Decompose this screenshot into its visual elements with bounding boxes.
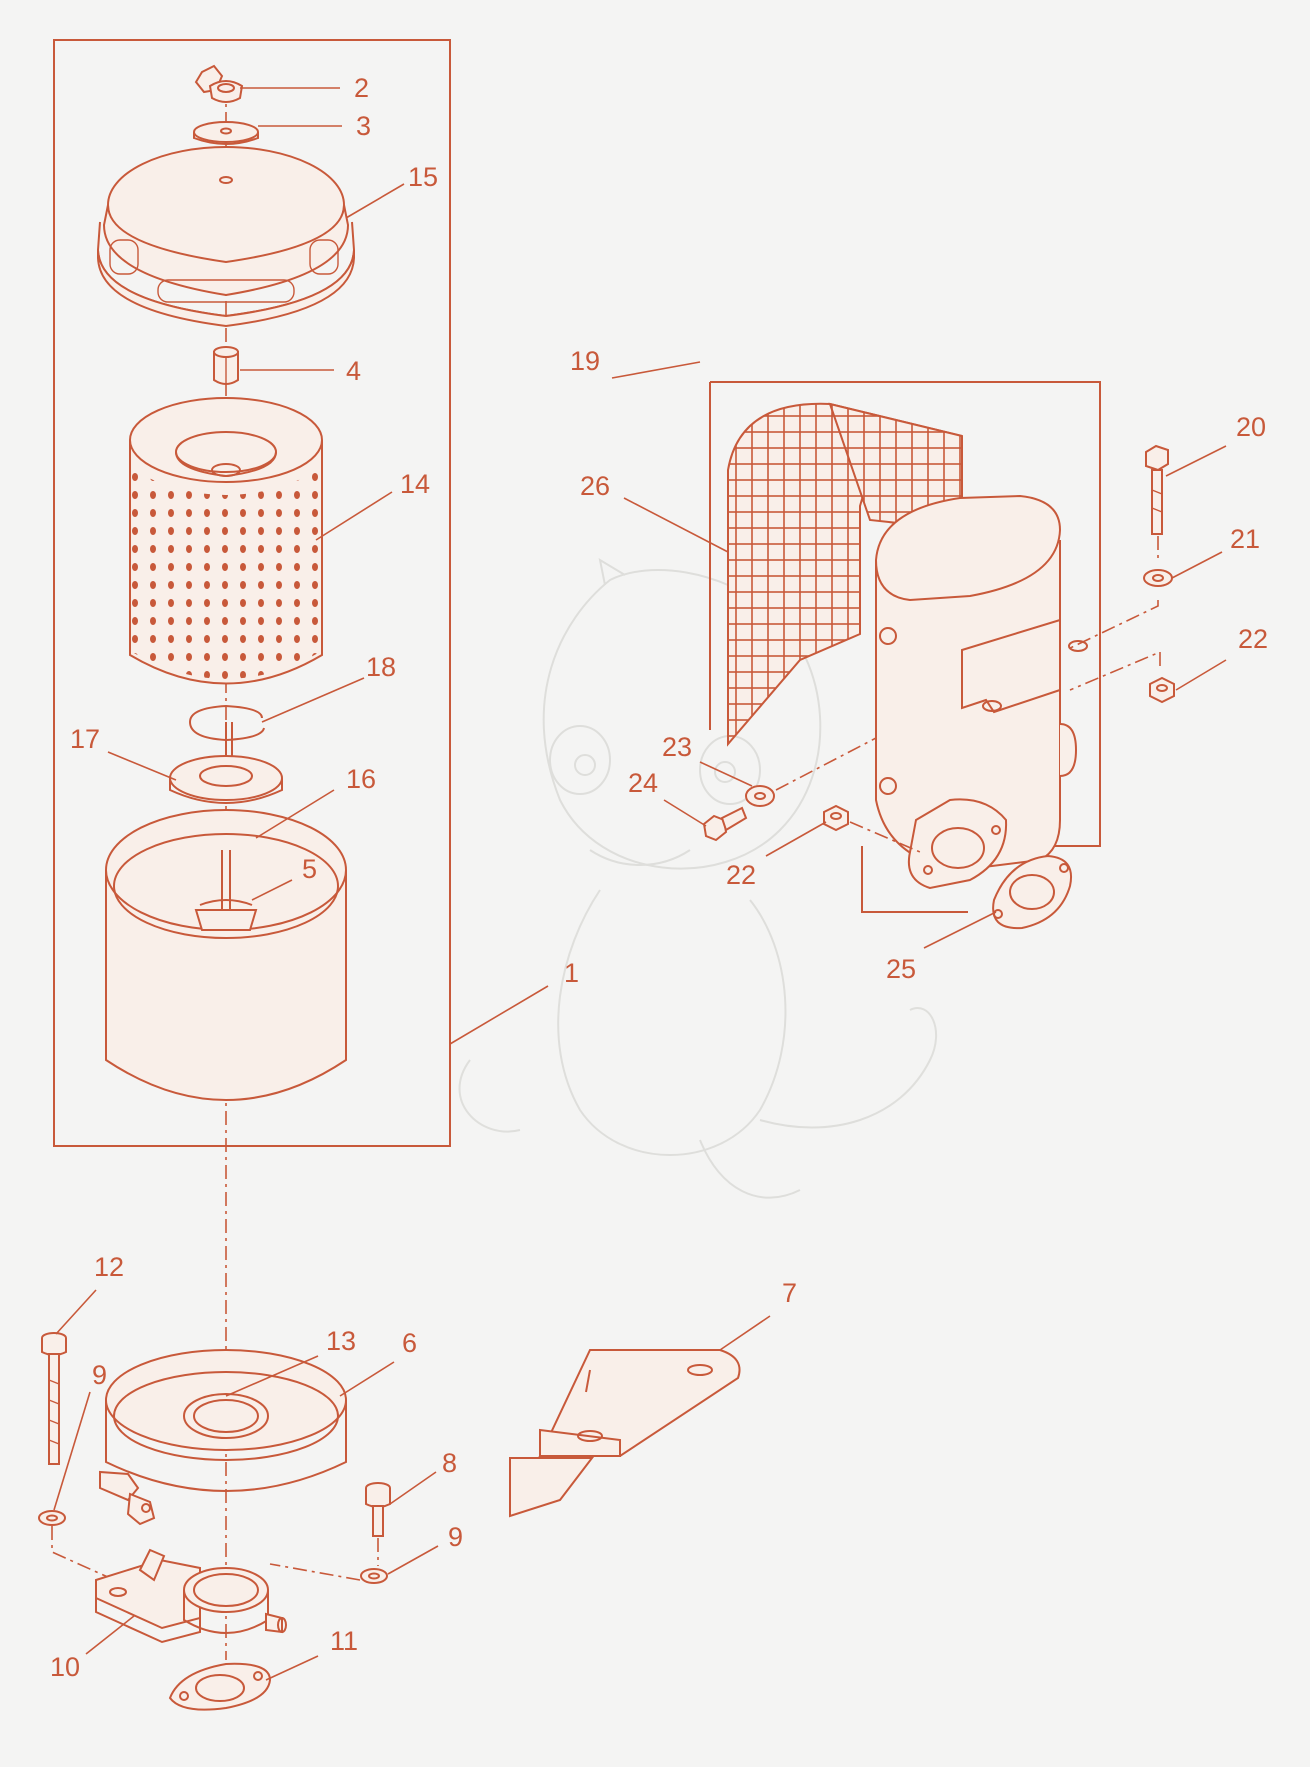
wing-nut-part xyxy=(194,64,244,103)
callout-9-right: 9 xyxy=(448,1522,463,1552)
callout-23: 23 xyxy=(662,732,692,762)
callout-12: 12 xyxy=(94,1252,124,1282)
muffler-washer-part xyxy=(1143,569,1173,587)
mesh-guard-part xyxy=(727,402,963,747)
callout-6: 6 xyxy=(402,1328,417,1358)
exhaust-gasket-part xyxy=(992,854,1072,930)
callout-2: 2 xyxy=(354,73,369,103)
callout-5: 5 xyxy=(302,854,317,884)
mounting-bracket-part xyxy=(509,1349,741,1518)
callout-16: 16 xyxy=(346,764,376,794)
callout-20: 20 xyxy=(1236,412,1266,442)
callout-26: 26 xyxy=(580,471,610,501)
callout-19: 19 xyxy=(570,346,600,376)
snap-ring-part xyxy=(188,704,265,742)
callout-numbers: 2 3 15 4 14 18 17 16 5 1 19 26 20 21 22 … xyxy=(50,73,1268,1682)
callout-15: 15 xyxy=(408,162,438,192)
cover-washer-part xyxy=(193,121,259,145)
muffler-assembly-frame xyxy=(710,381,1101,847)
callout-14: 14 xyxy=(400,469,430,499)
muffler-bolt-part xyxy=(1145,444,1169,535)
callout-22-upper: 22 xyxy=(1238,624,1268,654)
callout-8: 8 xyxy=(442,1448,457,1478)
canister-bowl-part xyxy=(105,809,347,1101)
callout-25: 25 xyxy=(886,954,916,984)
callout-1: 1 xyxy=(564,958,579,988)
top-cover-part xyxy=(96,146,356,328)
short-bolt-part xyxy=(365,1482,391,1537)
air-cleaner-assembly-frame xyxy=(53,39,451,1147)
callout-11: 11 xyxy=(330,1626,358,1656)
callout-18: 18 xyxy=(366,652,396,682)
base-adapter-part xyxy=(95,1548,287,1644)
callout-24: 24 xyxy=(628,768,658,798)
callout-7: 7 xyxy=(782,1278,797,1308)
flange-gasket-part xyxy=(168,1662,272,1711)
retaining-disk-part xyxy=(169,755,283,804)
callout-13: 13 xyxy=(326,1326,356,1356)
muffler-body-part xyxy=(874,494,1088,890)
guard-washer-part xyxy=(745,785,775,807)
callout-22-lower: 22 xyxy=(726,860,756,890)
callout-3: 3 xyxy=(356,111,371,141)
callout-4: 4 xyxy=(346,356,361,386)
dragon-watermark xyxy=(458,557,938,1199)
star-washer-left-part xyxy=(38,1510,66,1526)
long-bolt-part xyxy=(41,1332,67,1465)
star-washer-right-part xyxy=(360,1568,388,1584)
callout-17: 17 xyxy=(70,724,100,754)
callout-9-left: 9 xyxy=(92,1360,107,1390)
leader-lines xyxy=(53,87,1227,1681)
guard-screw-part xyxy=(702,806,748,842)
callout-10: 10 xyxy=(50,1652,80,1682)
callout-21: 21 xyxy=(1230,524,1260,554)
filter-element-part xyxy=(129,397,323,685)
seal-ring-part xyxy=(183,1393,269,1439)
hex-nut-lower-part xyxy=(823,804,849,832)
hex-nut-upper-part xyxy=(1149,676,1175,704)
spacer-nut-part xyxy=(213,346,239,385)
